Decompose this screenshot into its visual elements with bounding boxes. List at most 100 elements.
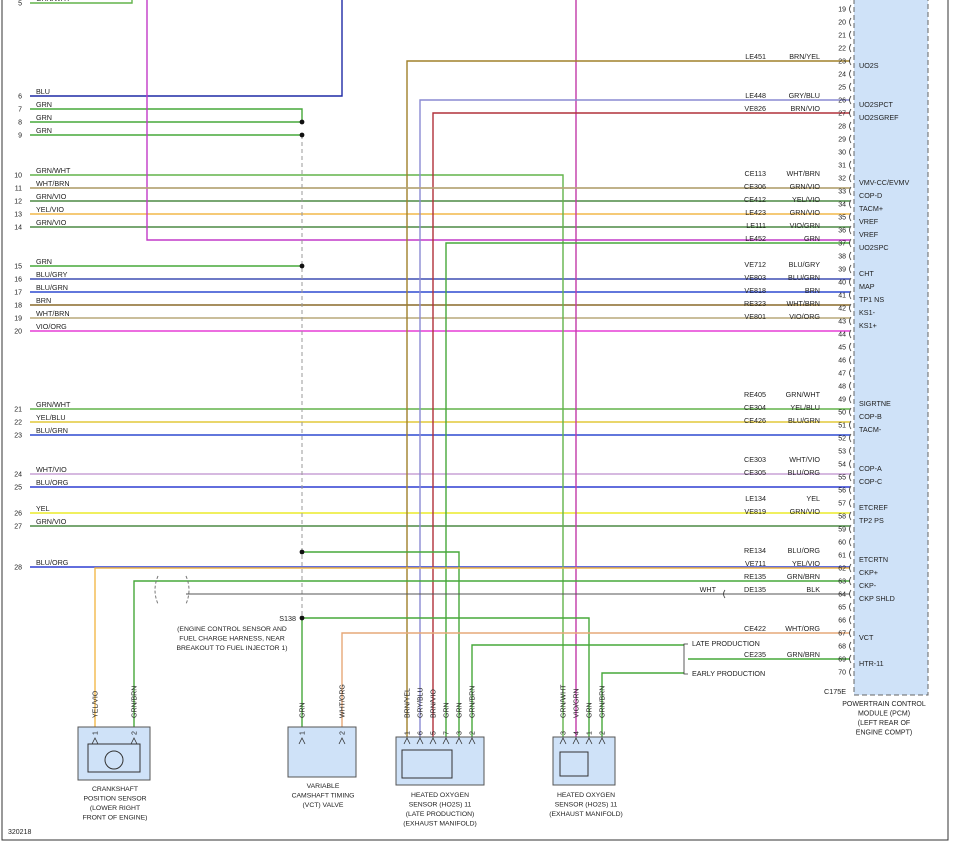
vct-caption: VARIABLE bbox=[307, 783, 340, 790]
pcm-pin-color: WHT/BRN bbox=[786, 299, 820, 308]
pcm-pin-cavity bbox=[849, 277, 852, 287]
pcm-pin-number: 65 bbox=[838, 605, 846, 612]
pcm-pin-function: SIGRTNE bbox=[859, 399, 891, 408]
pcm-pin-number: 34 bbox=[838, 202, 846, 209]
pcm-pin-circuit: LE423 bbox=[745, 208, 766, 217]
pcm-pin-color: YEL/VIO bbox=[792, 559, 820, 568]
pcm-caption: ENGINE COMPT) bbox=[856, 730, 912, 737]
left-wire-label: BLU/ORG bbox=[36, 558, 69, 567]
left-wire-label: GRN/WHT bbox=[36, 0, 71, 3]
pcm-pin-cavity bbox=[849, 654, 852, 664]
pcm-pin-cavity bbox=[849, 290, 852, 300]
ho2s-late-pin-number: 1 bbox=[405, 731, 412, 735]
pcm-pin-color: VIO/GRN bbox=[790, 221, 820, 230]
splice-id: S138 bbox=[279, 614, 296, 623]
left-wire-number: 16 bbox=[14, 277, 22, 284]
left-wire-label: BLU bbox=[36, 87, 50, 96]
pcm-pin-circuit: VE711 bbox=[745, 559, 766, 568]
connector-pin bbox=[585, 737, 593, 745]
pcm-pin-function: VCT bbox=[859, 633, 874, 642]
pcm-pin-function: VMV-CC/EVMV bbox=[859, 178, 910, 187]
pcm-pin-function: CHT bbox=[859, 269, 874, 278]
pcm-pin-color: YEL bbox=[806, 494, 820, 503]
pcm-pin-function: CKP- bbox=[859, 581, 877, 590]
pcm-pin-circuit: VE826 bbox=[744, 104, 766, 113]
pcm-pin-number: 69 bbox=[838, 657, 846, 664]
pcm-pin-number: 42 bbox=[838, 306, 846, 313]
left-wire-label: GRN/VIO bbox=[36, 218, 67, 227]
pcm-pin-number: 57 bbox=[838, 501, 846, 508]
ckp-shield-symbol bbox=[154, 575, 190, 605]
pcm-pin-cavity bbox=[849, 563, 852, 573]
pcm-pin-cavity bbox=[849, 56, 852, 66]
pcm-pin-number: 49 bbox=[838, 397, 846, 404]
pcm-pin-color: BRN/YEL bbox=[789, 52, 820, 61]
pcm-pin-color: BLK bbox=[806, 585, 820, 594]
pcm-pin-function: VREF bbox=[859, 230, 879, 239]
pcm-pin-function: TACM- bbox=[859, 425, 882, 434]
pcm-pin-cavity bbox=[849, 4, 852, 14]
left-wire-label: YEL/BLU bbox=[36, 413, 66, 422]
ckp-sensor-coil bbox=[87, 743, 141, 773]
pcm-pin-number: 59 bbox=[838, 527, 846, 534]
pcm-pin-function: UO2SPCT bbox=[859, 100, 894, 109]
left-wire-number: 11 bbox=[15, 186, 22, 193]
pcm-pin-circuit: VE819 bbox=[744, 507, 766, 516]
pcm-pin-color: BLU/GRN bbox=[788, 416, 820, 425]
connector-pin bbox=[598, 737, 606, 745]
left-wire-label: WHT/BRN bbox=[36, 309, 70, 318]
pcm-pin-cavity bbox=[849, 225, 852, 235]
pcm-pin-cavity bbox=[849, 459, 852, 469]
pcm-pin-color: GRN/VIO bbox=[790, 208, 821, 217]
pcm-pin-number: 54 bbox=[838, 462, 846, 469]
ho2s-late-pin-number: 2 bbox=[470, 731, 477, 735]
pcm-pin-circuit: LE448 bbox=[745, 91, 766, 100]
pcm-pin-number: 29 bbox=[838, 137, 846, 144]
production-bracket bbox=[683, 643, 688, 675]
pcm-pin-circuit: LE111 bbox=[746, 221, 766, 230]
pcm-pin-function: KS1- bbox=[859, 308, 876, 317]
pcm-pin-function: UO2S bbox=[859, 61, 879, 70]
connector-pin bbox=[338, 737, 346, 745]
ho2s-early-pin-number: 4 bbox=[574, 731, 581, 735]
pcm-pin-number: 67 bbox=[838, 631, 846, 638]
ckp-caption: FRONT OF ENGINE) bbox=[83, 815, 148, 822]
connector-pin bbox=[455, 737, 463, 745]
pcm-pin-cavity bbox=[849, 316, 852, 326]
pcm-pin-circuit: RE134 bbox=[744, 546, 766, 555]
pcm-pin-color: VIO/ORG bbox=[789, 312, 820, 321]
connector-pin bbox=[403, 737, 411, 745]
pcm-pin-cavity bbox=[849, 498, 852, 508]
left-wire-number: 22 bbox=[14, 420, 22, 427]
left-wire-label: BLU/GRY bbox=[36, 270, 68, 279]
pcm-pin-color: GRY/BLU bbox=[789, 91, 820, 100]
pcm-pin-cavity bbox=[849, 394, 852, 404]
pcm-pin-number: 46 bbox=[838, 358, 846, 365]
ho2s-late-pin-number: 5 bbox=[431, 731, 438, 735]
vct-pin-number: 1 bbox=[300, 731, 307, 735]
connector-pin bbox=[416, 737, 424, 745]
vct-caption: CAMSHAFT TIMING bbox=[292, 793, 355, 800]
splice-dot bbox=[299, 263, 305, 269]
splice-dot bbox=[299, 119, 305, 125]
pcm-pin-number: 52 bbox=[838, 436, 846, 443]
ckp-sensor-wheel bbox=[104, 750, 124, 770]
pcm-pin-number: 26 bbox=[838, 98, 846, 105]
ho2s-late-pin-label: GRN bbox=[444, 702, 451, 718]
pcm-pin-number: 24 bbox=[838, 72, 846, 79]
ho2s-late-caption: HEATED OXYGEN bbox=[411, 792, 469, 799]
vct-pin-number: 2 bbox=[340, 731, 347, 735]
pcm-pin-cavity bbox=[849, 355, 852, 365]
ho2s-late-pin-label: BRN/YEL bbox=[405, 688, 412, 718]
splice-dot bbox=[299, 549, 305, 555]
pcm-pin-number: 23 bbox=[838, 59, 846, 66]
pcm-body bbox=[853, 0, 929, 696]
splice-note: (ENGINE CONTROL SENSOR AND bbox=[177, 626, 287, 633]
ho2s-early-pin-label: GRN/BRN bbox=[600, 686, 607, 718]
pcm-pin-number: 50 bbox=[838, 410, 846, 417]
early-production-label: EARLY PRODUCTION bbox=[692, 669, 765, 678]
pcm-pin-number: 64 bbox=[838, 592, 846, 599]
pcm-pin-cavity bbox=[849, 381, 852, 391]
left-wire-label: GRN bbox=[36, 100, 52, 109]
pcm-pin-cavity bbox=[849, 108, 852, 118]
